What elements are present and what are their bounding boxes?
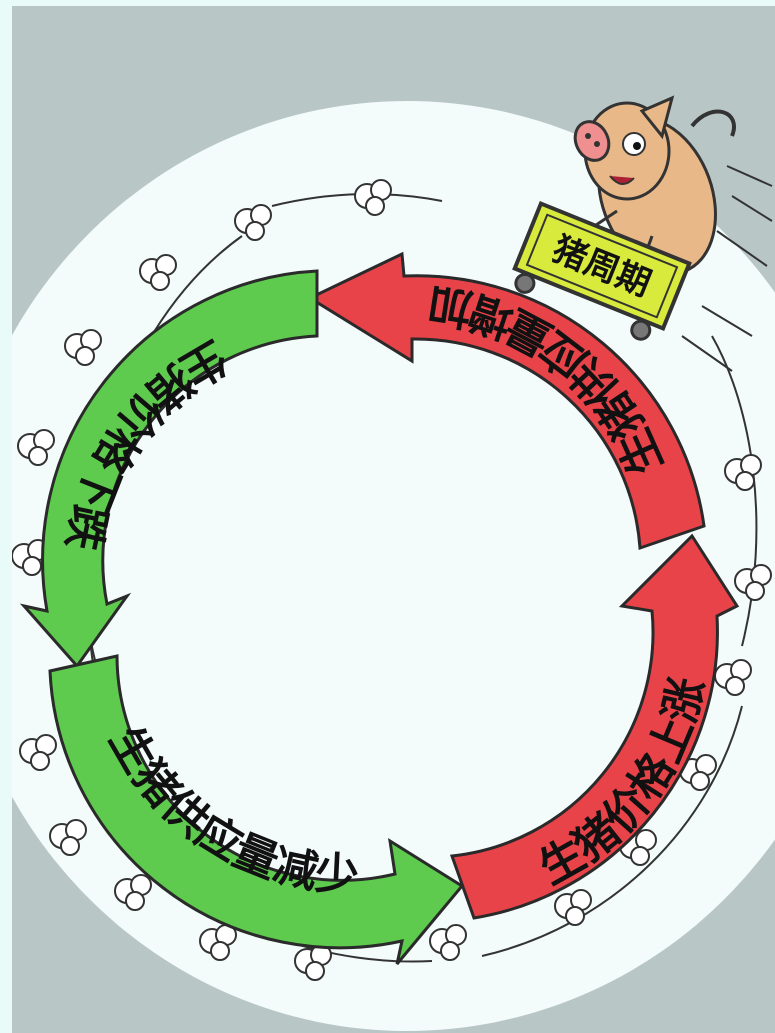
- arrow-price-fall: [19, 269, 319, 669]
- arrow-supply-decrease: [48, 654, 465, 965]
- arrow-price-rise: [449, 533, 740, 920]
- dust-puffs: [12, 179, 772, 981]
- arrow-supply-increase: [306, 251, 706, 551]
- pig-cycle-diagram: 生猪供应量增加 生猪价格下跌 生猪供应量减少 生猪价格上涨: [12, 95, 775, 1031]
- illustration-canvas: 生猪供应量增加 生猪价格下跌 生猪供应量减少 生猪价格上涨: [12, 6, 775, 1033]
- cycle-sign: 猪周期: [512, 200, 692, 341]
